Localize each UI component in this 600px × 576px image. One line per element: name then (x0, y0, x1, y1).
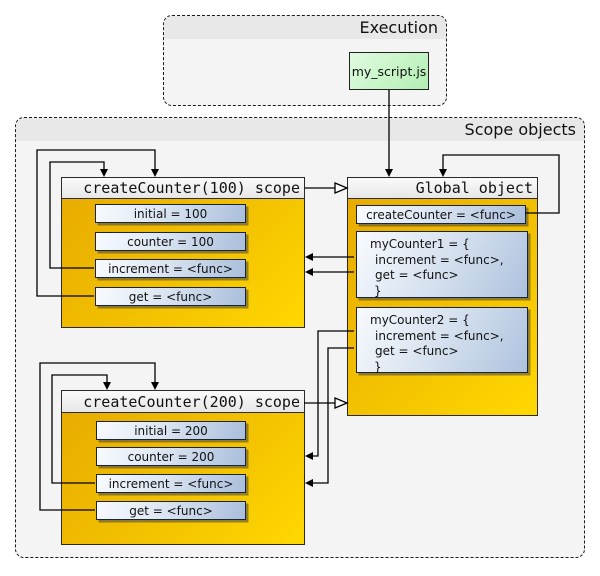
global-object-box: Global object createCounter = <func> myC… (347, 177, 538, 416)
my-script-node: my_script.js (349, 52, 429, 90)
myCounter2-line: myCounter2 = { (370, 313, 470, 327)
entry-counter-100: counter = 100 (95, 232, 246, 251)
myCounter1-line: myCounter1 = { (370, 237, 470, 251)
entry-get-100: get = <func> (95, 287, 246, 306)
myCounter1-line: increment = <func>, (375, 252, 504, 267)
myCounter2-line: get = <func> (375, 344, 459, 358)
scope-box-createCounter-100: createCounter(100) scope initial = 100 c… (61, 177, 305, 328)
entry-increment-200: increment = <func> (96, 474, 246, 493)
entry-initial-100: initial = 100 (95, 204, 246, 223)
scope-objects-titlebar: Scope objects (16, 118, 584, 141)
entry-increment-100: increment = <func> (95, 259, 246, 278)
scope-box-createCounter-200: createCounter(200) scope initial = 200 c… (61, 390, 305, 545)
myCounter1-line: } (374, 283, 382, 298)
scope-box-createCounter-200-header: createCounter(200) scope (62, 391, 304, 413)
myCounter2-line: } (374, 359, 382, 374)
entry-myCounter2: myCounter2 = { increment = <func>, get =… (356, 307, 528, 374)
entry-myCounter1: myCounter1 = { increment = <func>, get =… (356, 231, 528, 298)
global-object-header: Global object (348, 178, 537, 199)
execution-title: Execution (359, 18, 438, 37)
myCounter2-line: increment = <func>, (375, 328, 504, 343)
entry-get-200: get = <func> (96, 501, 246, 520)
my-script-label: my_script.js (351, 63, 427, 79)
entry-counter-200: counter = 200 (96, 447, 246, 466)
entry-initial-200: initial = 200 (96, 421, 246, 440)
entry-createCounter: createCounter = <func> (356, 205, 526, 224)
scope-objects-title: Scope objects (464, 120, 576, 139)
myCounter1-line: get = <func> (375, 268, 459, 282)
scope-box-createCounter-100-header: createCounter(100) scope (62, 178, 304, 199)
execution-titlebar: Execution (164, 16, 446, 39)
